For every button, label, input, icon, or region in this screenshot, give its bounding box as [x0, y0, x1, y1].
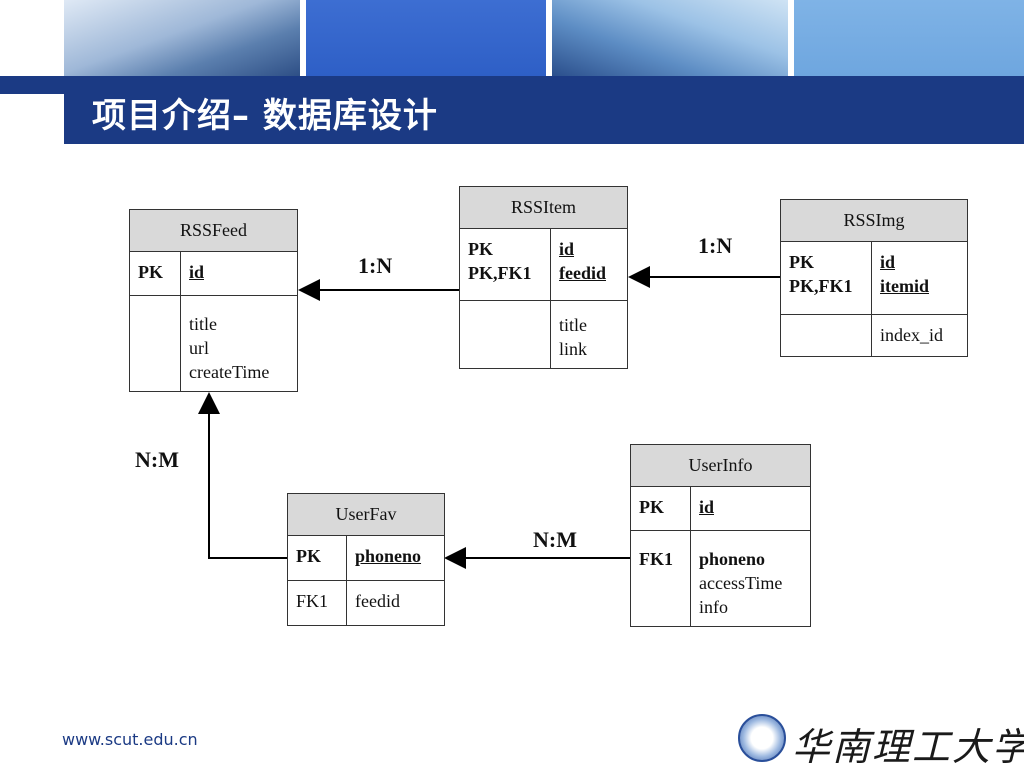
rssitem-key-fields: id feedid — [559, 239, 606, 283]
userfav-fk-label: FK1 — [288, 581, 347, 625]
entity-userfav-name: UserFav — [288, 494, 444, 536]
university-logo-text: 华南理工大学 — [792, 725, 1024, 769]
relation-label-item-feed: 1:N — [358, 253, 393, 278]
header-photo-hands — [64, 0, 300, 76]
connector-img-to-item — [628, 266, 780, 288]
rssimg-attributes: index_id — [880, 325, 943, 345]
userinfo-key-fields: id — [699, 497, 715, 517]
rssitem-key-labels: PK PK,FK1 — [460, 229, 551, 300]
footer-url: www.scut.edu.cn — [62, 730, 198, 749]
slide-title: 项目介绍– 数据库设计 — [92, 96, 438, 136]
entity-rssfeed: RSSFeed PK id title url createTime — [129, 209, 298, 392]
header-photo-sky — [794, 0, 1024, 76]
title-banner — [64, 76, 1024, 144]
rssfeed-attributes: title url createTime — [189, 314, 270, 382]
rssimg-key-fields: id itemid — [880, 252, 929, 296]
header-left-bar — [0, 76, 64, 94]
entity-rssitem: RSSItem PK PK,FK1 id feedid title link — [459, 186, 628, 369]
entity-userfav: UserFav PK phoneno FK1 feedid — [287, 493, 445, 626]
rssitem-attributes: title link — [559, 315, 588, 359]
header-photo-blue — [306, 0, 546, 76]
userinfo-fk-label: FK1 — [631, 531, 691, 627]
entity-rssfeed-name: RSSFeed — [130, 210, 297, 252]
connector-fav-to-feed — [198, 392, 287, 559]
rssfeed-key-fields: id — [189, 262, 205, 282]
userinfo-key-label: PK — [631, 487, 691, 530]
entity-rssimg: RSSImg PK PK,FK1 id itemid index_id — [780, 199, 968, 357]
header-photo-building — [552, 0, 788, 76]
entity-rssimg-name: RSSImg — [781, 200, 967, 242]
university-seal-icon — [738, 714, 786, 762]
userfav-attributes: feedid — [355, 591, 400, 611]
entity-rssitem-name: RSSItem — [460, 187, 627, 229]
relation-label-fav-feed: N:M — [135, 447, 179, 472]
entity-userinfo-name: UserInfo — [631, 445, 810, 487]
userfav-key-fields: phoneno — [355, 546, 422, 566]
relation-label-img-item: 1:N — [698, 233, 733, 258]
connector-info-to-fav — [444, 547, 630, 569]
rssimg-key-labels: PK PK,FK1 — [781, 242, 872, 314]
userinfo-attributes: phoneno accessTime info — [699, 549, 783, 617]
userfav-key-label: PK — [288, 536, 347, 580]
entity-userinfo: UserInfo PK id FK1 phoneno accessTime in… — [630, 444, 811, 627]
connector-item-to-feed — [298, 279, 459, 301]
relation-label-info-fav: N:M — [533, 527, 577, 552]
rssfeed-key-label: PK — [130, 252, 181, 295]
